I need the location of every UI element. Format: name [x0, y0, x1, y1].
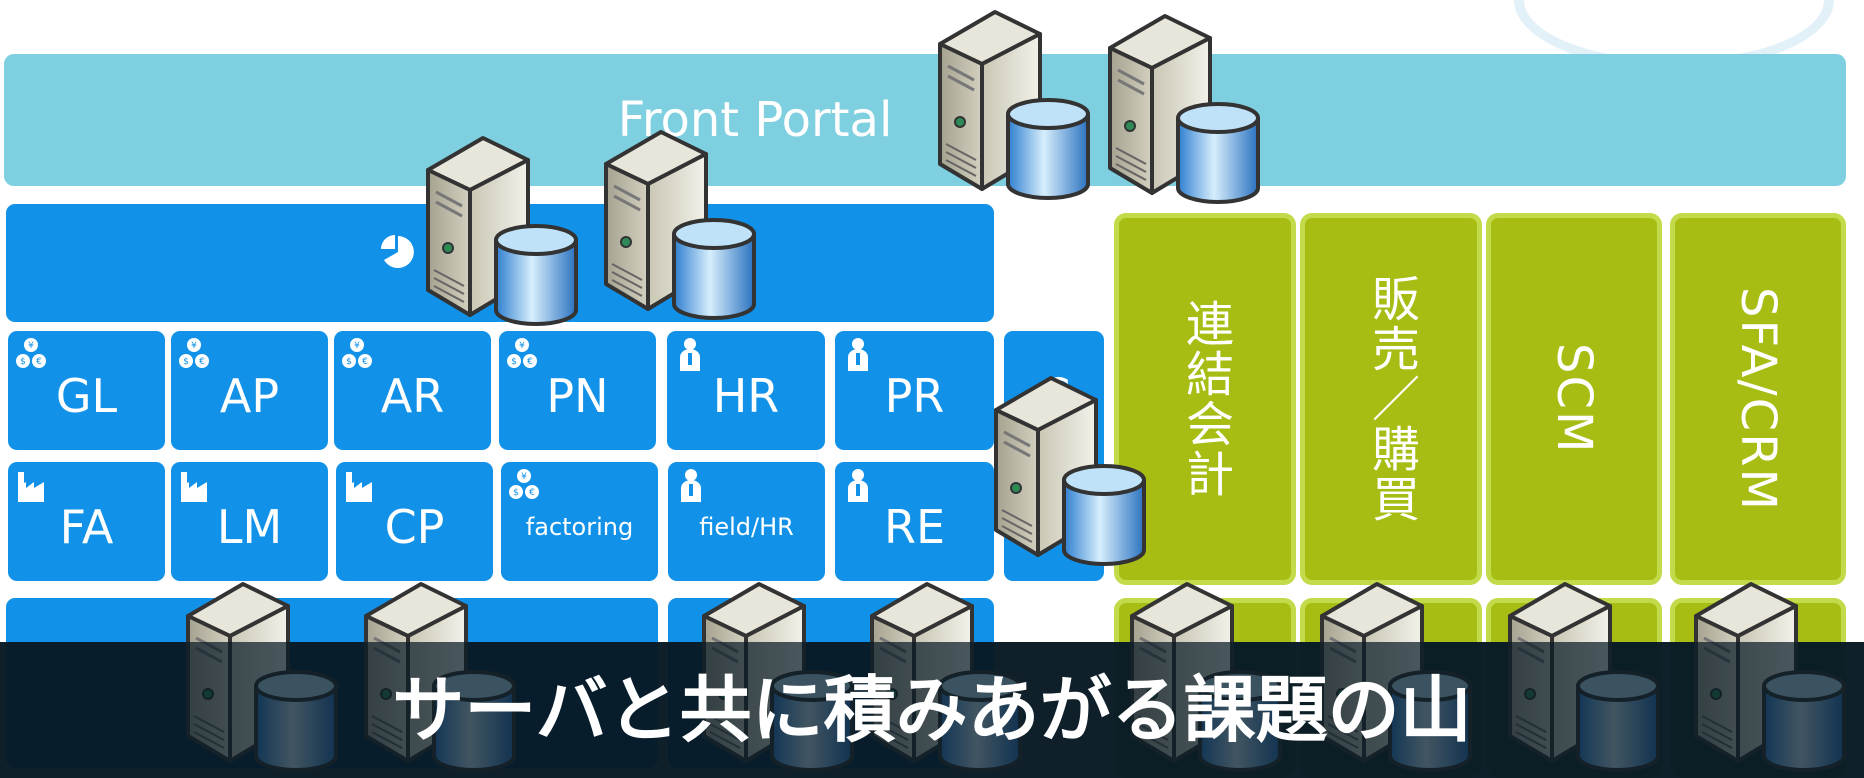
money-icon	[507, 337, 537, 371]
module-label: AR	[380, 368, 445, 423]
person-icon	[843, 468, 873, 502]
module-label: AP	[219, 368, 280, 423]
factory-icon	[16, 468, 46, 502]
module-tile-pr[interactable]: PR	[835, 331, 994, 450]
module-label: LM	[216, 499, 283, 554]
money-icon	[509, 468, 539, 502]
module-tile-re[interactable]: RE	[835, 462, 994, 581]
person-icon	[843, 337, 873, 371]
person-icon	[675, 337, 705, 371]
caption-banner-overlay	[0, 642, 1864, 778]
module-tile-factoring[interactable]: factoring	[501, 462, 658, 581]
server-icon	[408, 130, 578, 330]
green-column-label: SFA/CRM	[1730, 286, 1786, 512]
front-portal-bar: Front Portal	[4, 54, 1846, 186]
module-label: RE	[883, 499, 946, 554]
server-icon	[1090, 8, 1260, 208]
module-label: PR	[884, 368, 945, 423]
server-icon	[920, 4, 1090, 204]
module-tile-hr[interactable]: HR	[667, 331, 825, 450]
module-tile-ap[interactable]: AP	[171, 331, 328, 450]
green-column-label: SCM	[1546, 343, 1602, 455]
green-column-scm[interactable]: SCM	[1486, 213, 1662, 585]
green-column-label: 連結会計	[1177, 299, 1233, 499]
green-column-sfa-crm[interactable]: SFA/CRM	[1670, 213, 1846, 585]
green-column-sales-purchasing[interactable]: 販売／購買	[1300, 213, 1482, 585]
module-tile-pn[interactable]: PN	[499, 331, 656, 450]
module-label: PN	[546, 368, 609, 423]
module-tile-gl[interactable]: GL	[8, 331, 165, 450]
module-tile-fa[interactable]: FA	[8, 462, 165, 581]
module-label: factoring	[525, 512, 634, 541]
factory-icon	[344, 468, 374, 502]
module-label: field/HR	[699, 512, 794, 541]
module-tile-ar[interactable]: AR	[334, 331, 491, 450]
module-label: CP	[384, 499, 445, 554]
green-column-label: 販売／購買	[1363, 274, 1419, 524]
module-label: GL	[55, 368, 118, 423]
person-icon	[676, 468, 706, 502]
caption-text: サーバと共に積みあがる課題の山	[392, 668, 1472, 752]
money-icon	[342, 337, 372, 371]
money-icon	[179, 337, 209, 371]
module-tile-field-hr[interactable]: field/HR	[668, 462, 825, 581]
module-label: HR	[712, 368, 780, 423]
module-tile-cp[interactable]: CP	[336, 462, 493, 581]
factory-icon	[179, 468, 209, 502]
pie-chart-icon	[381, 235, 414, 268]
module-tile-lm[interactable]: LM	[171, 462, 328, 581]
money-icon	[16, 337, 46, 371]
server-icon	[976, 370, 1146, 570]
server-icon	[586, 124, 756, 324]
module-label: FA	[59, 499, 114, 554]
